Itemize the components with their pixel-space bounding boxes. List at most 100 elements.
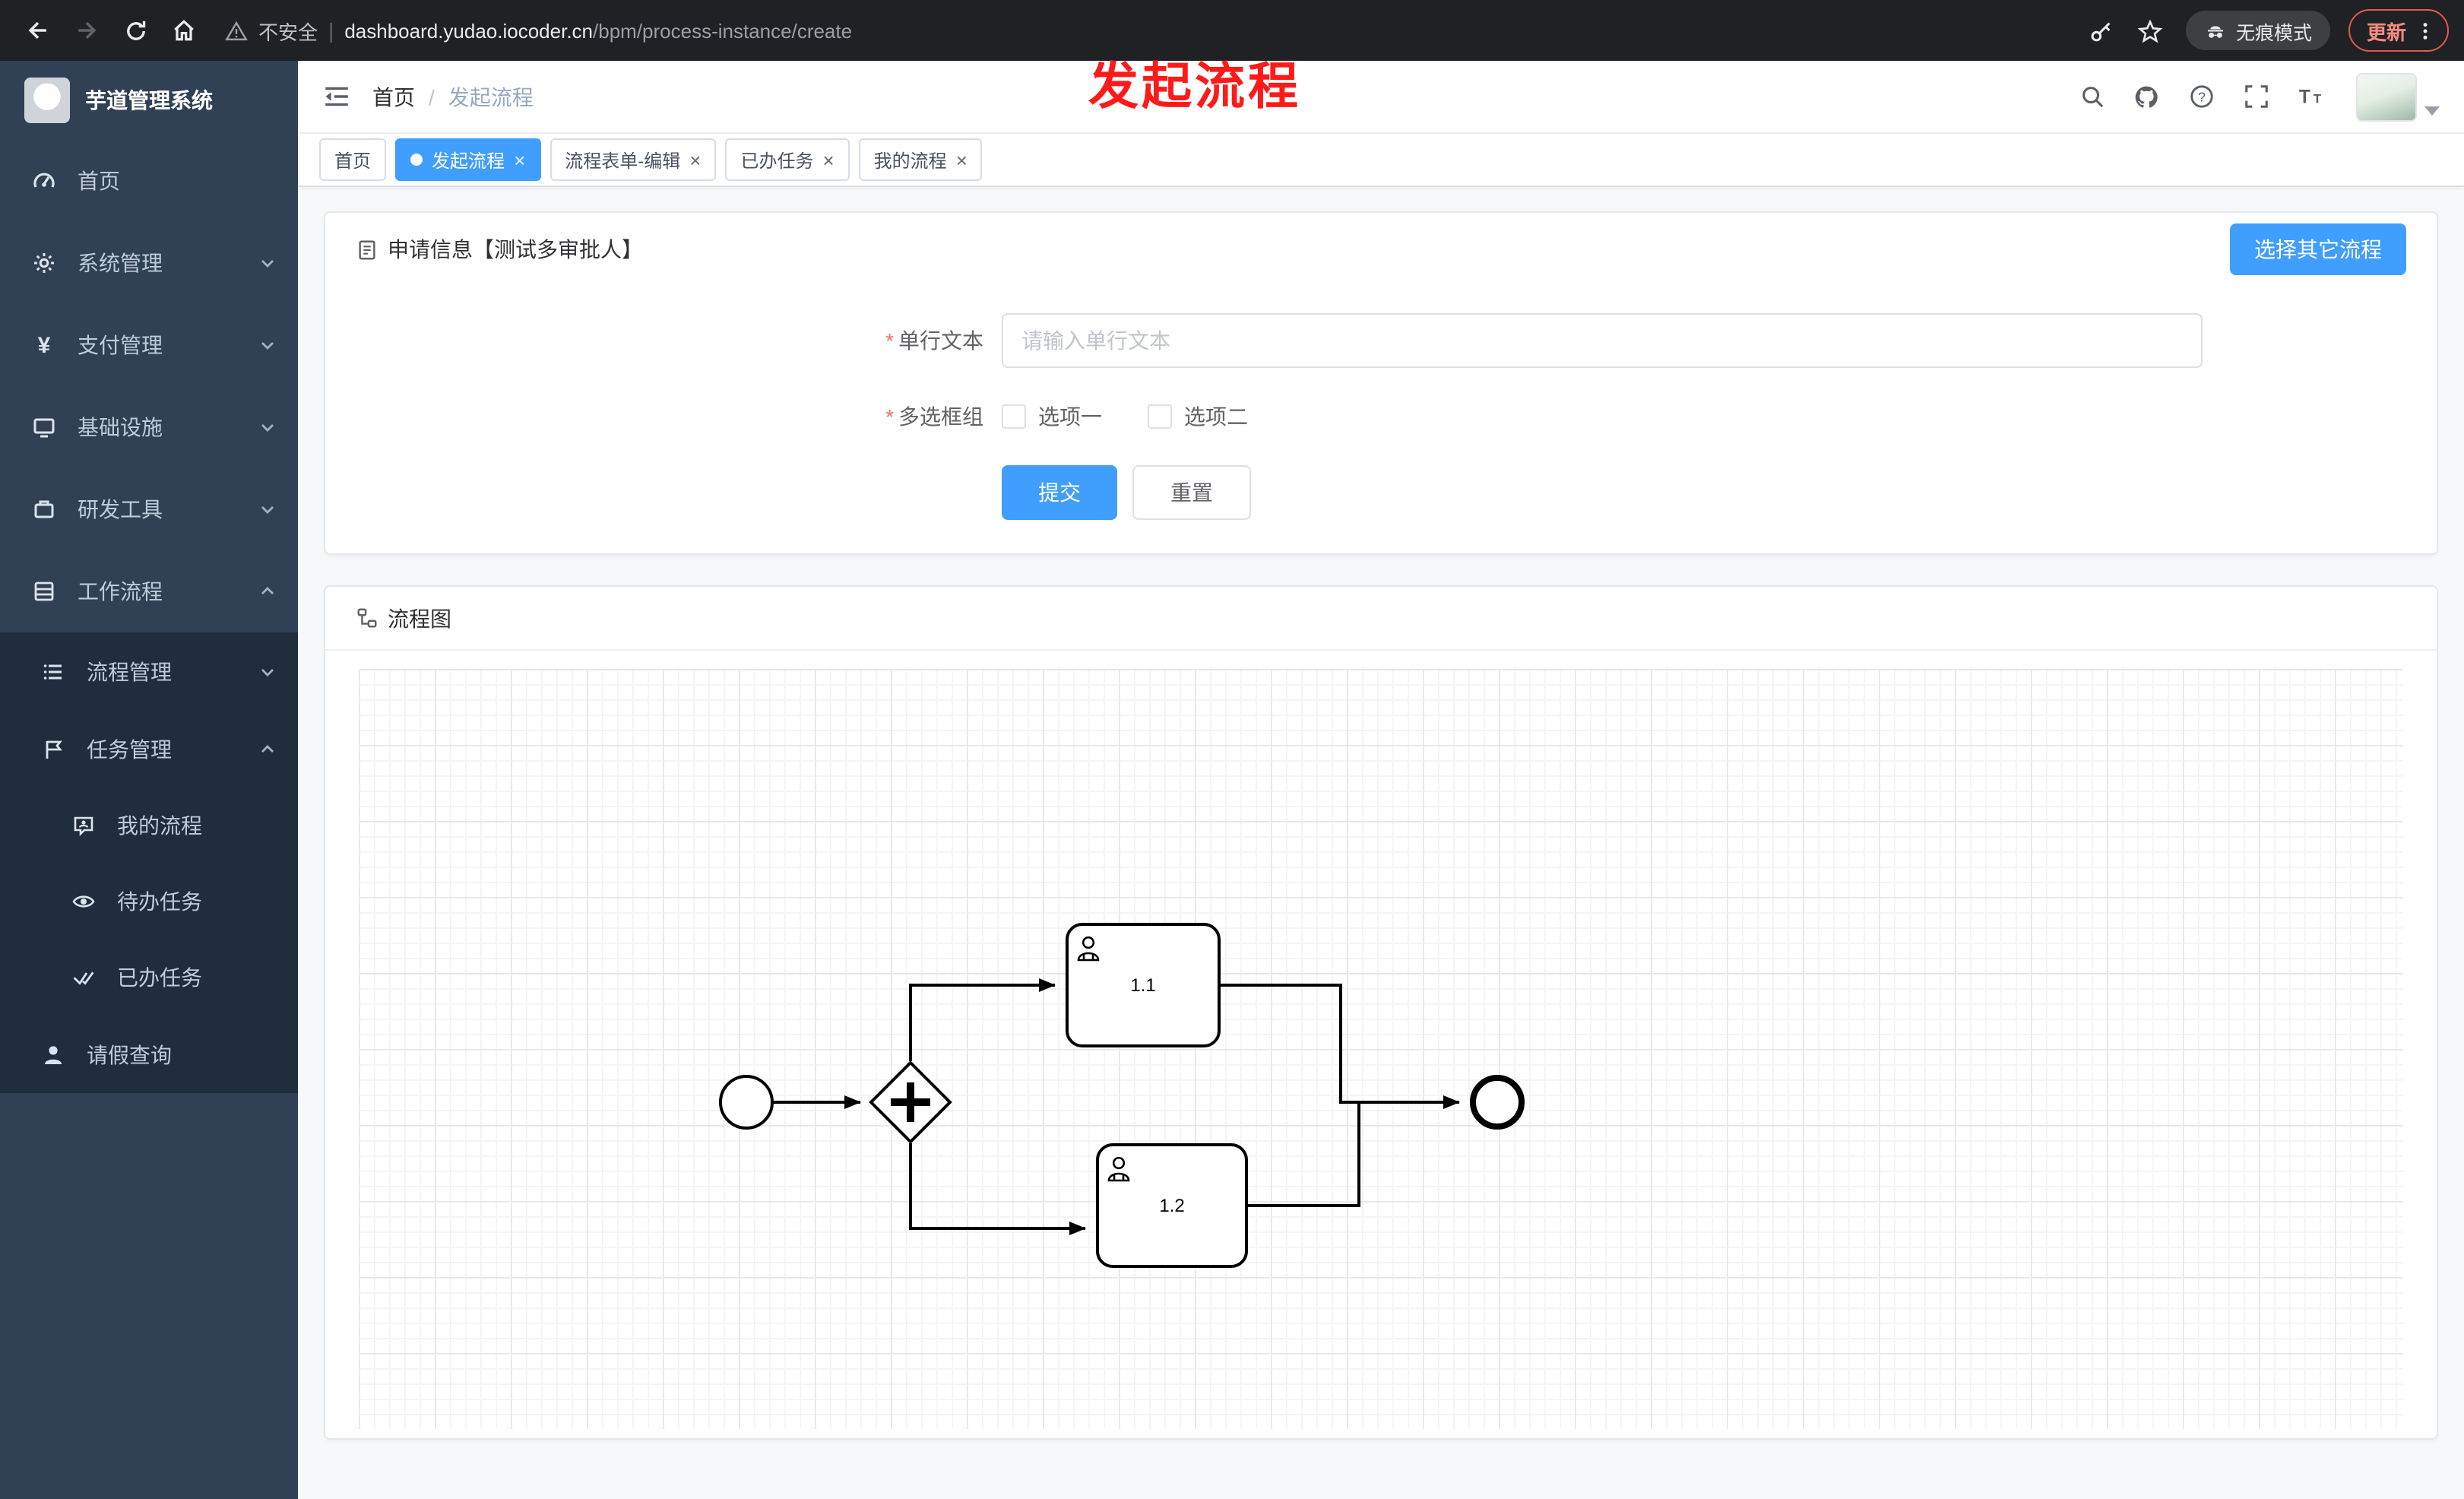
close-icon[interactable]: × — [822, 148, 835, 171]
incognito-label: 无痕模式 — [2235, 22, 2312, 43]
tab-home[interactable]: 首页 — [319, 138, 387, 181]
flow-diagram-header: 流程图 — [325, 587, 2437, 651]
checkbox-label: 选项一 — [1038, 404, 1102, 429]
url-domain: dashboard.yudao.iocoder.cn — [344, 19, 594, 42]
flow-diagram-card: 流程图 — [324, 585, 2438, 1440]
app-title: 芋道管理系统 — [85, 88, 213, 113]
field-label-text: 多选框组 — [898, 404, 983, 429]
close-icon[interactable]: × — [689, 148, 702, 171]
app-logo-row[interactable]: 芋道管理系统 — [0, 61, 298, 140]
bpmn-diagram: 1.1 1.2 — [719, 923, 1525, 1268]
process-list-icon — [40, 659, 67, 683]
bpmn-sequence-flows — [774, 978, 1460, 1235]
sidebar-item-label: 已办任务 — [117, 965, 202, 990]
flow-gateway-to-task-1-2[interactable] — [909, 1143, 1086, 1235]
back-arrow-icon — [28, 21, 46, 40]
sidebar-item-process-management[interactable]: 流程管理 — [0, 632, 298, 710]
password-key-icon[interactable] — [2079, 8, 2125, 53]
sidebar-item-infrastructure[interactable]: 基础设施 — [0, 386, 298, 468]
sidebar-item-label: 首页 — [78, 169, 120, 193]
bpmn-parallel-gateway[interactable] — [869, 1060, 952, 1144]
bpmn-user-task-1-1[interactable]: 1.1 — [1066, 923, 1221, 1047]
required-mark: * — [885, 404, 894, 429]
sidebar-item-dev-tools[interactable]: 研发工具 — [0, 468, 298, 550]
user-menu[interactable] — [2356, 72, 2440, 121]
checkbox-option-2[interactable]: 选项二 — [1148, 401, 1248, 432]
bookmark-star-icon[interactable] — [2128, 8, 2174, 53]
svg-text:T: T — [2299, 87, 2310, 108]
chevron-up-icon — [258, 740, 277, 758]
flow-diagram-title: 流程图 — [356, 603, 451, 633]
checkbox-icon[interactable] — [1002, 404, 1026, 429]
tab-label: 已办任务 — [740, 150, 814, 171]
sidebar-item-workflow[interactable]: 工作流程 — [0, 550, 298, 632]
close-icon[interactable]: × — [514, 148, 526, 171]
incognito-badge: 无痕模式 — [2185, 11, 2330, 50]
sidebar-item-task-management[interactable]: 任务管理 — [0, 710, 298, 788]
browser-menu-icon — [2414, 19, 2437, 42]
single-line-text-input[interactable] — [1002, 313, 2203, 368]
page-content: 申请信息【测试多审批人】 选择其它流程 *单行文本 — [298, 187, 2464, 1499]
update-button[interactable]: 更新 — [2348, 9, 2449, 52]
address-bar[interactable]: 不安全 | dashboard.yudao.iocoder.cn/bpm/pro… — [225, 16, 2061, 45]
back-button[interactable] — [15, 8, 61, 53]
tab-create-process[interactable]: 发起流程 × — [395, 138, 541, 181]
chevron-down-icon — [258, 336, 277, 354]
breadcrumb-home[interactable]: 首页 — [372, 84, 415, 109]
bpmn-canvas[interactable]: 1.1 1.2 — [359, 669, 2403, 1429]
chevron-up-icon — [258, 582, 277, 601]
sidebar-item-leave-query[interactable]: 请假查询 — [0, 1016, 298, 1093]
security-label: 不安全 — [258, 21, 318, 43]
my-process-icon — [70, 813, 97, 838]
task-flag-icon — [40, 737, 67, 761]
bpmn-end-event[interactable] — [1470, 1075, 1525, 1130]
application-info-header: 申请信息【测试多审批人】 选择其它流程 — [325, 213, 2437, 286]
breadcrumb-current: 发起流程 — [448, 84, 534, 109]
sidebar-item-pending-tasks[interactable]: 待办任务 — [0, 864, 298, 940]
app-header: 首页 / 发起流程 ? — [298, 61, 2464, 134]
select-other-process-button[interactable]: 选择其它流程 — [2230, 223, 2406, 275]
task-label: 1.1 — [1130, 975, 1155, 996]
card-title-text: 申请信息【测试多审批人】 — [388, 237, 643, 261]
submit-button[interactable]: 提交 — [1002, 465, 1117, 520]
tab-my-processes[interactable]: 我的流程 × — [858, 138, 983, 181]
sidebar-item-payment-management[interactable]: ¥ 支付管理 — [0, 304, 298, 386]
close-icon[interactable]: × — [955, 148, 968, 171]
sidebar-item-label: 支付管理 — [78, 333, 163, 357]
omnibox-divider: | — [328, 18, 334, 43]
breadcrumb-separator: / — [429, 84, 435, 109]
workflow-icon — [30, 579, 58, 604]
fullscreen-icon[interactable] — [2234, 75, 2277, 118]
home-button[interactable] — [161, 8, 207, 53]
flow-task-1-2-out[interactable] — [1246, 1102, 1360, 1207]
flow-gateway-to-task-1-1[interactable] — [909, 978, 1056, 1061]
active-tab-dot — [410, 154, 423, 166]
caret-down-icon — [2424, 106, 2440, 115]
field-label-text: 单行文本 — [898, 328, 983, 353]
forward-button[interactable] — [64, 8, 109, 53]
bpmn-start-event[interactable] — [719, 1075, 774, 1130]
help-icon[interactable]: ? — [2180, 75, 2222, 118]
bpmn-user-task-1-2[interactable]: 1.2 — [1096, 1143, 1248, 1268]
chevron-down-icon — [258, 500, 277, 518]
sidebar-item-my-processes[interactable]: 我的流程 — [0, 788, 298, 864]
tab-done-tasks[interactable]: 已办任务 × — [725, 138, 850, 181]
form-row-text: *单行文本 — [325, 313, 2437, 368]
sidebar-item-done-tasks[interactable]: 已办任务 — [0, 940, 298, 1016]
sidebar-item-home[interactable]: 首页 — [0, 140, 298, 222]
checkbox-option-1[interactable]: 选项一 — [1002, 401, 1102, 432]
github-icon[interactable] — [2125, 75, 2168, 118]
tab-label: 我的流程 — [873, 150, 947, 171]
sidebar-item-system-management[interactable]: 系统管理 — [0, 222, 298, 304]
form-row-checkbox-group: *多选框组 选项一 选项二 — [325, 401, 2437, 432]
checkbox-icon[interactable] — [1148, 404, 1172, 429]
flow-task-1-1-to-end[interactable] — [1219, 984, 1460, 1109]
search-icon[interactable] — [2070, 75, 2113, 118]
reload-button[interactable] — [112, 8, 158, 53]
sidebar-fold-button[interactable] — [322, 82, 351, 111]
reset-button[interactable]: 重置 — [1132, 465, 1251, 520]
tab-form-edit[interactable]: 流程表单-编辑 × — [549, 138, 717, 181]
forward-arrow-icon — [78, 21, 97, 40]
